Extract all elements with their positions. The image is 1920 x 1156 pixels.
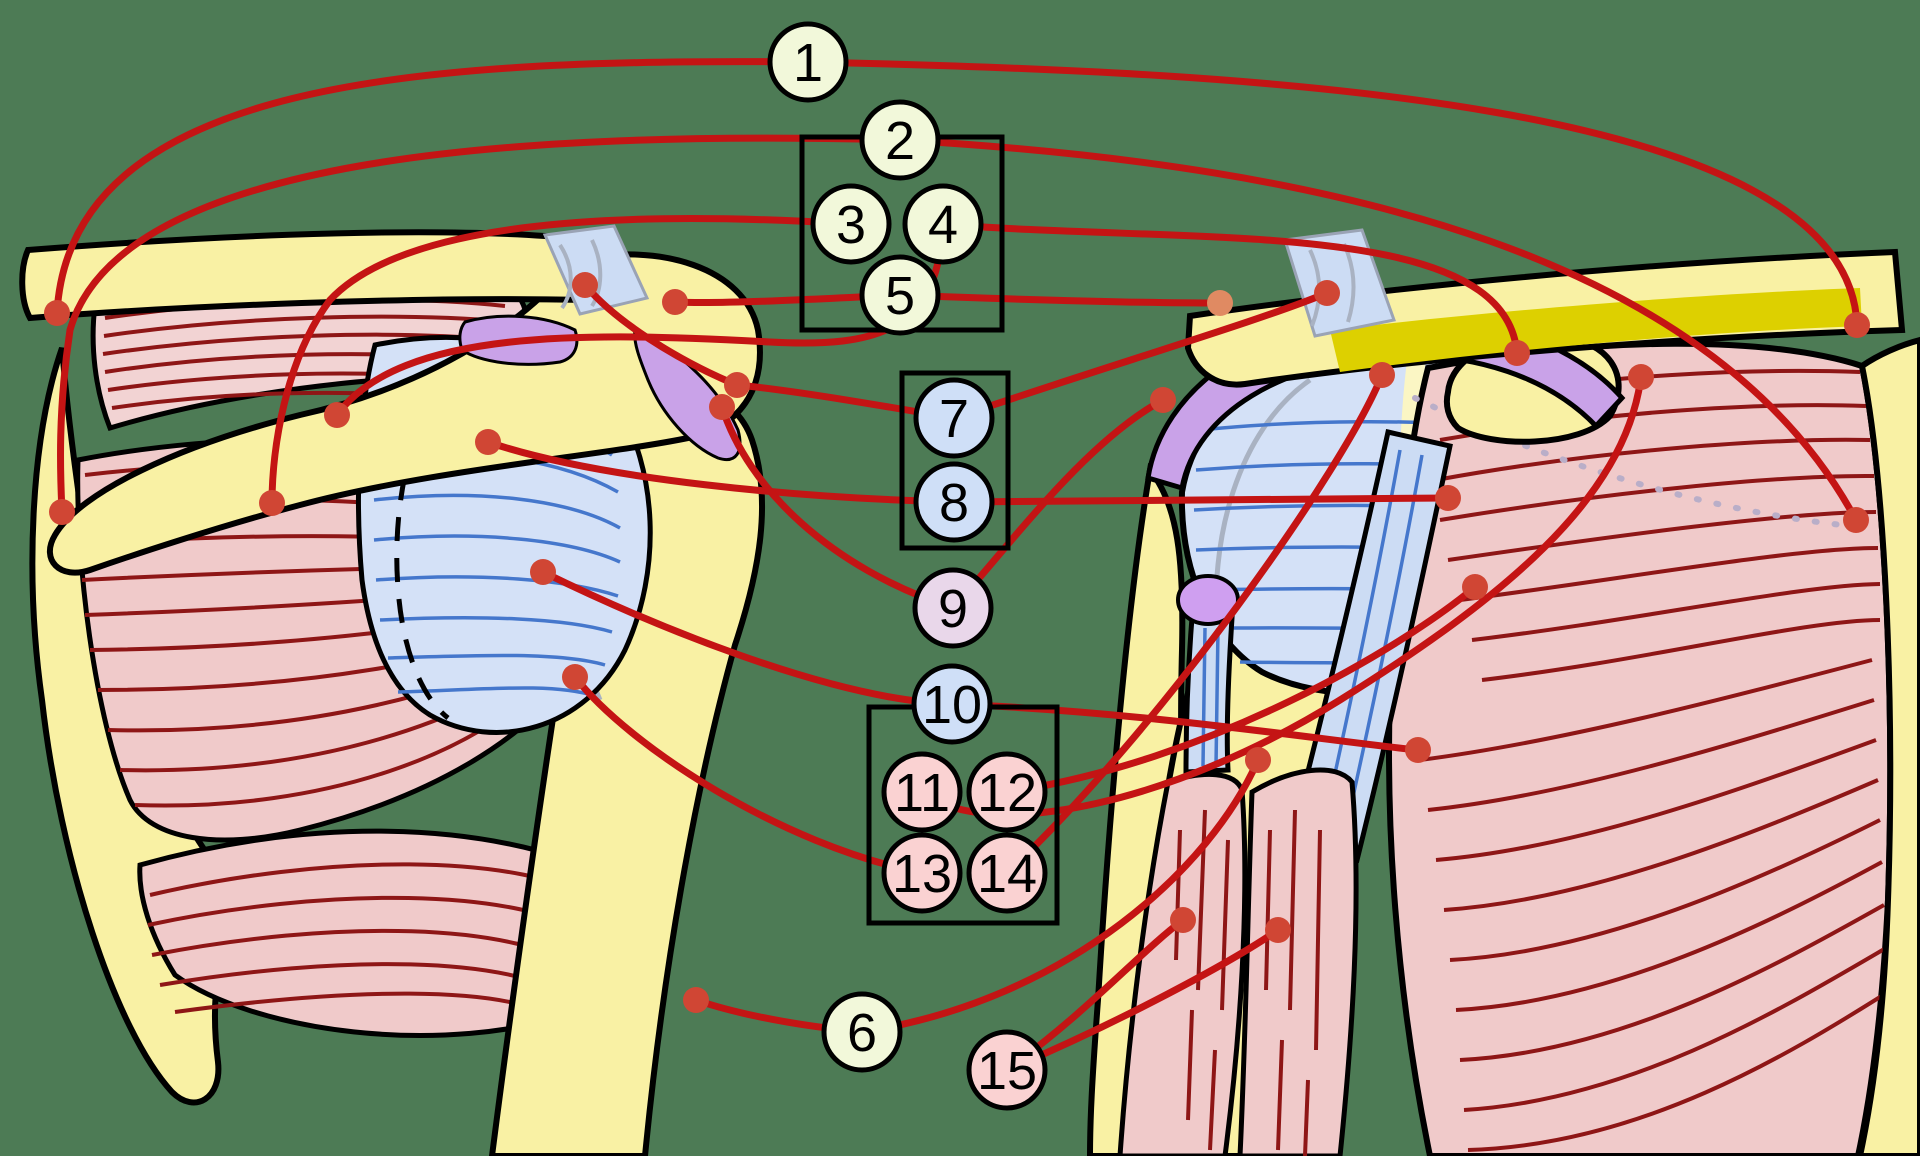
label-11-text: 11 [894, 763, 950, 823]
leader-line-9-left [718, 405, 955, 612]
dot-1-left [44, 300, 70, 326]
dot-11 [1628, 364, 1654, 390]
dot-7-right [1314, 280, 1340, 306]
label-circle-11: 11 [881, 751, 963, 833]
label-circle-1: 1 [767, 21, 849, 103]
leader-line-1-left [53, 58, 809, 314]
dot-3 [259, 490, 285, 516]
label-13-text: 13 [892, 844, 952, 904]
clavicle-right-bright-band [1330, 288, 1862, 372]
leader-line-2-left [56, 134, 901, 513]
deltoid-right-fibers-lower [1419, 658, 1890, 1152]
label-circle-7: 7 [913, 377, 995, 459]
label-circle-8: 8 [913, 461, 995, 543]
dot-10-right [1405, 737, 1431, 763]
leader-line-3 [268, 215, 852, 504]
leader-line-6-right [861, 758, 1262, 1036]
dot-5-right [1207, 290, 1233, 316]
label-9-text: 9 [938, 579, 968, 639]
leader-line-5-right [899, 291, 1221, 307]
left-shoulder-figure [19, 224, 766, 1156]
leader-line-8-right [953, 494, 1449, 506]
label-circle-5: 5 [859, 254, 941, 336]
biceps-belly-lateral [1237, 767, 1359, 1156]
biceps-fibers [1174, 809, 1322, 1156]
dot-13 [562, 664, 588, 690]
label-circle-12: 12 [966, 751, 1048, 833]
dot-9-left [709, 394, 735, 420]
label-15-text: 15 [977, 1041, 1037, 1101]
dot-2-left [49, 499, 75, 525]
dot-7-b [572, 272, 598, 298]
leader-line-7-right [952, 289, 1329, 422]
dot-4-left [324, 402, 350, 428]
label-circle-14: 14 [966, 832, 1048, 914]
scapula-border-right [1856, 336, 1920, 1156]
leader-line-8-left [486, 438, 955, 506]
label-circle-13: 13 [881, 832, 963, 914]
leader-line-10-left [541, 568, 953, 708]
label-10-text: 10 [922, 675, 982, 735]
leader-lines [53, 58, 1861, 1074]
label-circle-15: 15 [966, 1029, 1048, 1111]
label-circles: 1 2 3 4 5 6 7 8 [767, 21, 1048, 1111]
dot-9-right [1150, 387, 1176, 413]
leader-line-13 [572, 674, 923, 877]
label-2-text: 2 [885, 111, 915, 171]
label-4-text: 4 [928, 195, 958, 255]
right-shoulder-figure [1086, 228, 1920, 1156]
leader-line-4-right [942, 220, 1521, 354]
dot-15-b [1265, 917, 1291, 943]
dot-4-right [1504, 340, 1530, 366]
label-6-text: 6 [847, 1003, 877, 1063]
dot-8-left [475, 429, 501, 455]
label-7-text: 7 [939, 389, 969, 449]
glenoid-rim-dashed-left [394, 360, 451, 720]
dot-6-left [683, 987, 709, 1013]
dot-10-left [530, 559, 556, 585]
dot-7-a [724, 372, 750, 398]
deltoid-right-fibers-upper [1435, 368, 1881, 682]
leader-line-1-right [807, 58, 1861, 326]
dot-8-right [1435, 485, 1461, 511]
dot-14 [1369, 362, 1395, 388]
label-8-text: 8 [939, 473, 969, 533]
label-circle-9: 9 [912, 567, 994, 649]
deltoid-dotted-line [1412, 395, 1875, 531]
label-circle-2: 2 [859, 99, 941, 181]
bursa-left-lateral [633, 327, 742, 461]
label-circle-4: 4 [902, 183, 984, 265]
group-box-7-8 [899, 370, 1011, 551]
leader-dots [44, 272, 1870, 1013]
leader-line-15-b [1005, 927, 1280, 1074]
label-12-text: 12 [977, 763, 1037, 823]
label-14-text: 14 [977, 844, 1037, 904]
dot-6-right [1245, 747, 1271, 773]
dot-1-right [1844, 312, 1870, 338]
label-1-text: 1 [793, 33, 823, 93]
dot-5-left [662, 289, 688, 315]
leader-line-14 [1004, 373, 1386, 876]
dot-15-a [1170, 907, 1196, 933]
label-circle-3: 3 [810, 183, 892, 265]
label-3-text: 3 [836, 195, 866, 255]
dot-12 [1462, 574, 1488, 600]
teres-left-fibers [147, 862, 610, 1020]
leader-line-12 [1006, 584, 1478, 796]
dot-2-right [1843, 507, 1869, 533]
label-circle-10: 10 [911, 663, 993, 745]
label-circle-6: 6 [821, 991, 903, 1073]
leader-line-2-right [899, 136, 1860, 522]
ac-joint-left-lines [558, 239, 603, 310]
label-5-text: 5 [885, 266, 915, 326]
